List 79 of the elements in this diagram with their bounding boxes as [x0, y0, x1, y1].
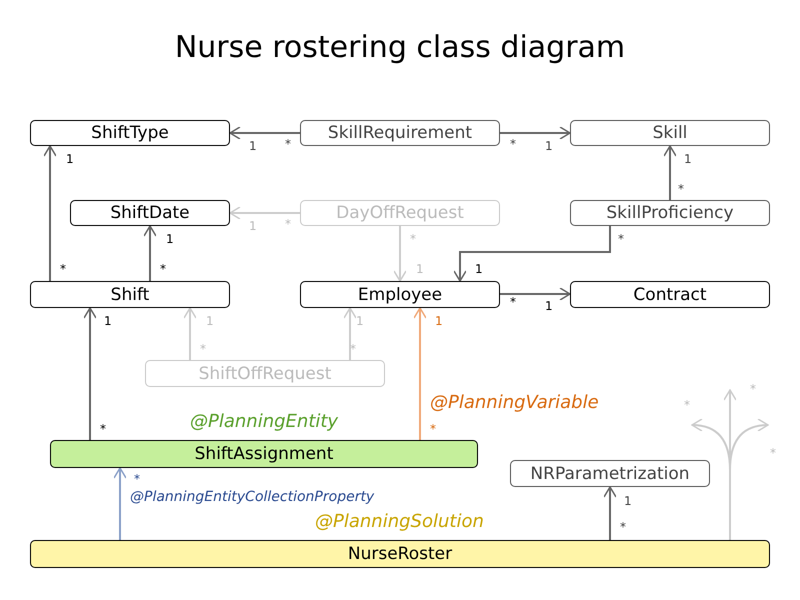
class-name: NRParametrization [530, 464, 690, 484]
class-name: SkillProficiency [606, 203, 734, 223]
annotation: @PlanningEntity [190, 412, 338, 432]
association-arrow [603, 486, 617, 540]
multiplicity-label: 1 [624, 494, 632, 508]
association-arrow [229, 126, 300, 140]
association-arrow [500, 287, 571, 301]
class-name: ShiftDate [110, 203, 190, 223]
class-name: SkillRequirement [328, 123, 472, 143]
multiplicity-label: * [100, 422, 106, 436]
multiplicity-label: * [620, 520, 626, 534]
multiplicity-label: 1 [475, 262, 483, 276]
class-box [30, 120, 230, 146]
multiplicity-label: 1 [435, 314, 443, 328]
multiplicity-label: * [410, 232, 416, 246]
multiplicity-label: 1 [66, 152, 74, 166]
class-box [300, 120, 500, 146]
class-box [300, 281, 500, 308]
class-name: DayOffRequest [336, 203, 464, 223]
class-box [70, 200, 230, 226]
multiplicity-label: * [678, 182, 684, 196]
class-box [570, 120, 770, 146]
association-arrow [413, 307, 427, 440]
class-name: Skill [652, 123, 688, 143]
class-name: NurseRoster [348, 544, 452, 564]
association-arrow [143, 225, 157, 281]
association-arrow [500, 126, 571, 140]
association-arrow [113, 467, 127, 540]
association-arrow [183, 307, 197, 360]
multiplicity-label: * [285, 217, 291, 231]
multiplicity-label: 1 [545, 299, 553, 313]
association-arrow [393, 226, 407, 282]
multiplicity-label: * [285, 137, 291, 151]
multiplicity-label: 1 [206, 314, 214, 328]
class-box [570, 281, 770, 308]
multiplicity-label: 1 [684, 152, 692, 166]
edge-label: @PlanningVariable [430, 393, 599, 413]
class-name: ShiftType [91, 123, 169, 143]
class-box [300, 200, 500, 226]
class-box [30, 540, 770, 568]
multiplicity-label: 1 [416, 262, 424, 276]
association-arrow [229, 206, 300, 220]
class-name: Shift [110, 284, 150, 304]
class-box [30, 281, 230, 308]
multiplicity-label: * [750, 382, 756, 396]
multiplicity-label: 1 [166, 232, 174, 246]
multiplicity-label: 1 [104, 314, 112, 328]
multiplicity-label: * [430, 422, 436, 436]
class-box [510, 460, 710, 487]
multiplicity-label: * [618, 232, 624, 246]
class-name: ShiftOffRequest [198, 364, 332, 384]
association-arrow [43, 145, 57, 281]
association-arrow [343, 307, 357, 360]
class-box [50, 440, 478, 468]
multiplicity-label: 1 [249, 219, 257, 233]
multiplicity-label: * [770, 446, 776, 460]
association-arrow [729, 418, 769, 540]
multiplicity-label: * [350, 342, 356, 356]
multiplicity-label: * [684, 398, 690, 412]
class-box [570, 200, 770, 226]
multiplicity-label: * [510, 295, 516, 309]
association-arrow [83, 307, 97, 440]
class-name: Contract [633, 284, 707, 304]
class-name: ShiftAssignment [194, 444, 334, 464]
diagram-title: Nurse rostering class diagram [174, 30, 626, 65]
association-arrow [663, 145, 677, 200]
multiplicity-label: 1 [356, 314, 364, 328]
edge-label: @PlanningEntityCollectionProperty [130, 490, 374, 506]
multiplicity-label: * [510, 137, 516, 151]
multiplicity-label: 1 [249, 139, 257, 153]
annotation: @PlanningSolution [315, 512, 484, 532]
association-arrow [453, 226, 611, 282]
class-box [145, 360, 385, 387]
multiplicity-label: * [200, 342, 206, 356]
multiplicity-label: * [134, 472, 140, 486]
class-name: Employee [358, 284, 442, 304]
multiplicity-label: * [160, 262, 166, 276]
multiplicity-label: 1 [545, 139, 553, 153]
multiplicity-label: * [60, 262, 66, 276]
